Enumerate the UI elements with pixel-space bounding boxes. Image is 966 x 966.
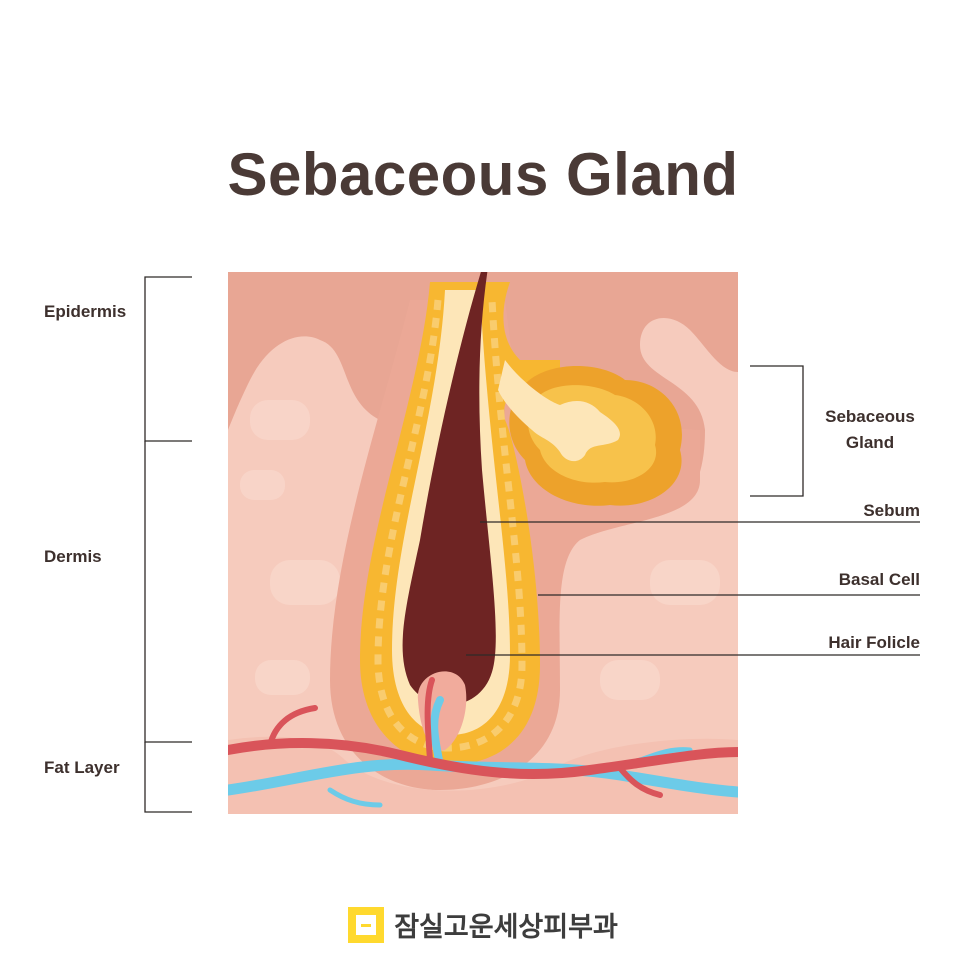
fat-layer bbox=[228, 736, 738, 814]
artery-branch bbox=[267, 677, 663, 798]
fat-layer-label: Fat Layer bbox=[44, 758, 120, 777]
sebaceous-gland-bracket bbox=[750, 365, 804, 497]
sebum-channel bbox=[498, 360, 620, 462]
sebaceous-gland-label-line1: Sebaceous bbox=[825, 407, 915, 426]
hair-shaft bbox=[402, 272, 496, 706]
dermis-label: Dermis bbox=[44, 547, 102, 566]
sebum-label: Sebum bbox=[863, 501, 920, 520]
clinic-name: 잠실고운세상피부과 bbox=[394, 912, 618, 943]
layer-brackets bbox=[144, 276, 192, 813]
leader-lines bbox=[466, 521, 920, 656]
vein-branch bbox=[430, 696, 444, 769]
clinic-footer: 잠실고운세상피부과 bbox=[0, 905, 966, 944]
artery bbox=[228, 738, 738, 780]
hair-follicle-label: Hair Folicle bbox=[828, 633, 920, 652]
fat-layer-bracket bbox=[144, 742, 192, 813]
dermis-bracket bbox=[144, 441, 192, 743]
sebaceous-gland-label-line2: Gland bbox=[845, 433, 895, 452]
clinic-logo-icon bbox=[348, 906, 385, 943]
vein bbox=[228, 758, 738, 798]
epidermis-label: Epidermis bbox=[44, 302, 127, 321]
page-title: Sebaceous Gland bbox=[227, 141, 739, 208]
epidermis-bracket bbox=[144, 276, 192, 442]
follicle-texture bbox=[374, 299, 526, 752]
basal-cell-label: Basal Cell bbox=[838, 570, 920, 589]
sebaceous-gland-label: Sebaceous Gland bbox=[812, 404, 928, 456]
